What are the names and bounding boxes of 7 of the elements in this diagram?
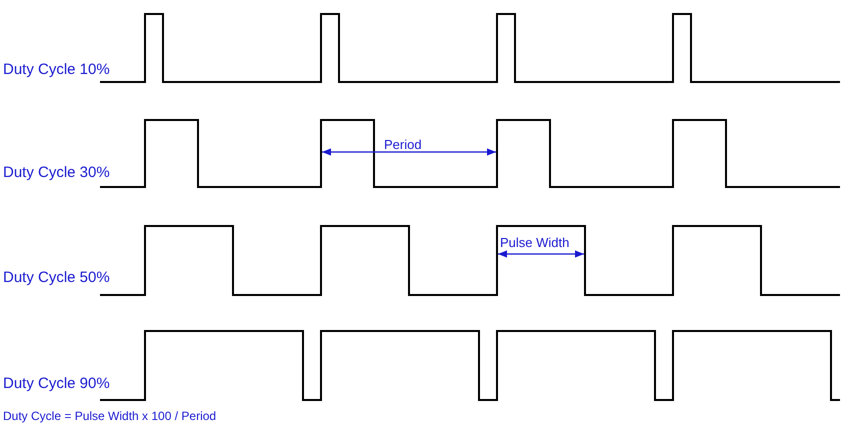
dimension-label: Pulse Width [500,236,570,249]
waveform-label: Duty Cycle 50% [3,270,110,285]
waveform-label: Duty Cycle 10% [3,62,110,77]
waveform-label: Duty Cycle 90% [3,376,110,391]
waveform-label: Duty Cycle 30% [3,165,110,180]
dimension-label: Period [384,138,422,151]
formula-caption: Duty Cycle = Pulse Width x 100 / Period [3,410,216,422]
